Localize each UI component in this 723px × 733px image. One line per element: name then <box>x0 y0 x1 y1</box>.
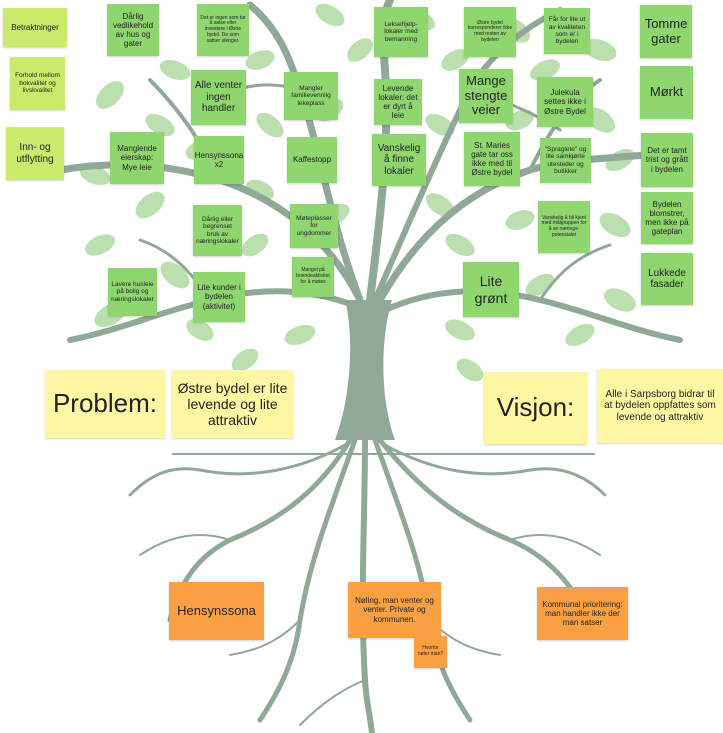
note-text: Manglende eierskap: Mye leie <box>117 144 157 172</box>
note-naeringslokaler-bruk[interactable]: Dårlig eller begrenset bruk av næringslo… <box>193 205 242 256</box>
note-morkt[interactable]: Mørkt <box>640 66 693 119</box>
note-text: Bydelen blomstrer, men ikke på gateplan <box>645 199 689 237</box>
note-kvaliteten-bydelen[interactable]: Får for lite ut av kvaliteten som er i b… <box>544 8 590 54</box>
note-text: Mørkt <box>649 84 684 100</box>
tree-trunk <box>335 300 395 440</box>
note-lavere-husleie[interactable]: Lavere husleie på bolig og næringslokale… <box>108 268 157 316</box>
problem-label[interactable]: Problem: <box>45 370 165 438</box>
note-hvorfor-noler-man[interactable]: Hvorfor nøler man? <box>414 636 447 668</box>
note-mange-stengte-veier[interactable]: Mange stengte veier <box>459 69 513 123</box>
note-text: Møteplasser for ungdommer <box>296 214 332 237</box>
note-ostre-bydel-korresponderer[interactable]: Østre bydel korresponderer ikke med rest… <box>464 7 516 57</box>
note-kommunal-prioritering[interactable]: Kommunal prioritering: man handler ikke … <box>537 587 628 640</box>
note-malgruppen[interactable]: Vanskelig å bli kjent med målgruppen for… <box>538 201 590 253</box>
note-text: Lite grønt <box>474 273 508 306</box>
note-leksehjelp-lokaler[interactable]: Leksehjelp-lokaler med bemanning <box>374 7 428 57</box>
note-bokvalitet-livskvalitet[interactable]: Forhold mellom bokvalitet og livskvalite… <box>10 57 65 110</box>
note-lukkede-fasader[interactable]: Lukkede fasader <box>641 253 693 305</box>
note-text: Mangler familievennlig lekeplass <box>291 84 331 107</box>
note-text: Betraktninger <box>11 22 59 32</box>
note-text: "Spraglete" og lite samkjørte utesteder … <box>544 145 587 175</box>
vision-statement[interactable]: Alle i Sarpsborg bidrar til at bydelen o… <box>597 369 723 443</box>
note-text: Hvorfor nøler man? <box>417 645 444 657</box>
note-text: Kommunal prioritering: man handler ikke … <box>542 599 623 628</box>
note-text: Det er tamt trist og grått i bydelen <box>645 146 689 174</box>
note-text: Får for lite ut av kvaliteten som er i b… <box>548 16 586 46</box>
note-st-maries-gate[interactable]: St. Maries gate tar oss ikke med til Øst… <box>464 132 520 186</box>
note-text: Nøling, man venter og venter. Private og… <box>355 596 434 624</box>
note-lite-kunder[interactable]: Lite kunder i bydelen (aktivitet) <box>193 272 245 322</box>
note-bydelen-blomstrer[interactable]: Bydelen blomstrer, men ikke på gateplan <box>641 192 693 244</box>
note-vanskelig-finne-lokaler[interactable]: Vanskelig å finne lokaler <box>372 134 426 186</box>
note-text: Julekula settes ikke i Østre Bydel <box>544 88 586 116</box>
note-text: Problem: <box>52 388 158 419</box>
note-hensynssona-x2[interactable]: Hensynssona x2 <box>194 136 244 184</box>
note-boendeaktivitet[interactable]: Mangel på boendeaktivitet for å møtes <box>292 257 334 297</box>
note-spraglete-utesteder[interactable]: "Spraglete" og lite samkjørte utesteder … <box>540 138 591 183</box>
note-ingen-satser[interactable]: Det er ingen som tar å satse eller inves… <box>197 4 249 56</box>
note-text: Vanskelig å bli kjent med målgruppen for… <box>541 214 587 238</box>
note-text: Lite kunder i bydelen (aktivitet) <box>197 283 241 311</box>
note-text: Lukkede fasader <box>648 267 686 291</box>
note-moteplasser-ungdommer[interactable]: Møteplasser for ungdommer <box>290 204 338 248</box>
note-text: Lavere husleie på bolig og næringslokale… <box>111 280 154 303</box>
note-text: Det er ingen som tar å satse eller inves… <box>200 14 246 44</box>
vision-label[interactable]: Visjon: <box>484 372 587 444</box>
note-alle-venter[interactable]: Alle venter ingen handler <box>191 70 246 125</box>
note-noling[interactable]: Nøling, man venter og venter. Private og… <box>348 582 441 638</box>
note-manglende-eierskap[interactable]: Manglende eierskap: Mye leie <box>110 132 164 184</box>
note-text: Levende lokaler: det er dyrt å leie <box>378 83 418 121</box>
note-text: Mange stengte veier <box>464 72 508 118</box>
note-julekula[interactable]: Julekula settes ikke i Østre Bydel <box>537 77 593 127</box>
note-text: Østre bydel korresponderer ikke med rest… <box>467 19 513 43</box>
note-tomme-gater[interactable]: Tomme gater <box>640 5 692 58</box>
note-text: Alle venter ingen handler <box>194 80 243 115</box>
note-inn-og-utflytting[interactable]: Inn- og utflytting <box>6 127 64 180</box>
note-text: Alle i Sarpsborg bidrar til at bydelen o… <box>604 388 716 423</box>
note-text: Forhold mellom bokvalitet og livskvalite… <box>15 72 60 95</box>
note-text: Dårlig vedlikehold av hus og gater <box>112 11 154 49</box>
note-text: Vanskelig å finne lokaler <box>377 142 421 177</box>
note-hensynssona[interactable]: Hensynssona <box>169 582 264 640</box>
note-lite-gront[interactable]: Lite grønt <box>463 262 519 317</box>
note-betraktninger[interactable]: Betraktninger <box>3 8 67 47</box>
note-text: Leksehjelp-lokaler med bemanning <box>384 20 418 43</box>
note-text: Inn- og utflytting <box>16 142 54 165</box>
note-tamt-trist-gratt[interactable]: Det er tamt trist og grått i bydelen <box>641 133 693 187</box>
note-text: Tomme gater <box>644 15 688 46</box>
note-text: Østre bydel er lite levende og lite attr… <box>177 379 288 429</box>
note-text: Kaffestopp <box>292 155 332 165</box>
note-text: Visjon: <box>496 392 575 423</box>
note-text: Dårlig eller begrenset bruk av næringslo… <box>196 215 239 245</box>
note-text: Hensynssona <box>177 602 256 618</box>
note-familievennlig-lekeplass[interactable]: Mangler familievennlig lekeplass <box>284 72 338 120</box>
note-text: St. Maries gate tar oss ikke med til Øst… <box>471 140 513 178</box>
problem-statement[interactable]: Østre bydel er lite levende og lite attr… <box>172 370 293 438</box>
note-darlig-vedlikehold[interactable]: Dårlig vedlikehold av hus og gater <box>107 4 159 56</box>
note-text: Hensynssona x2 <box>194 150 244 169</box>
note-text: Mangel på boendeaktivitet for å møtes <box>296 267 330 285</box>
note-kaffestopp[interactable]: Kaffestopp <box>287 137 337 183</box>
note-levende-lokaler[interactable]: Levende lokaler: det er dyrt å leie <box>374 79 422 125</box>
